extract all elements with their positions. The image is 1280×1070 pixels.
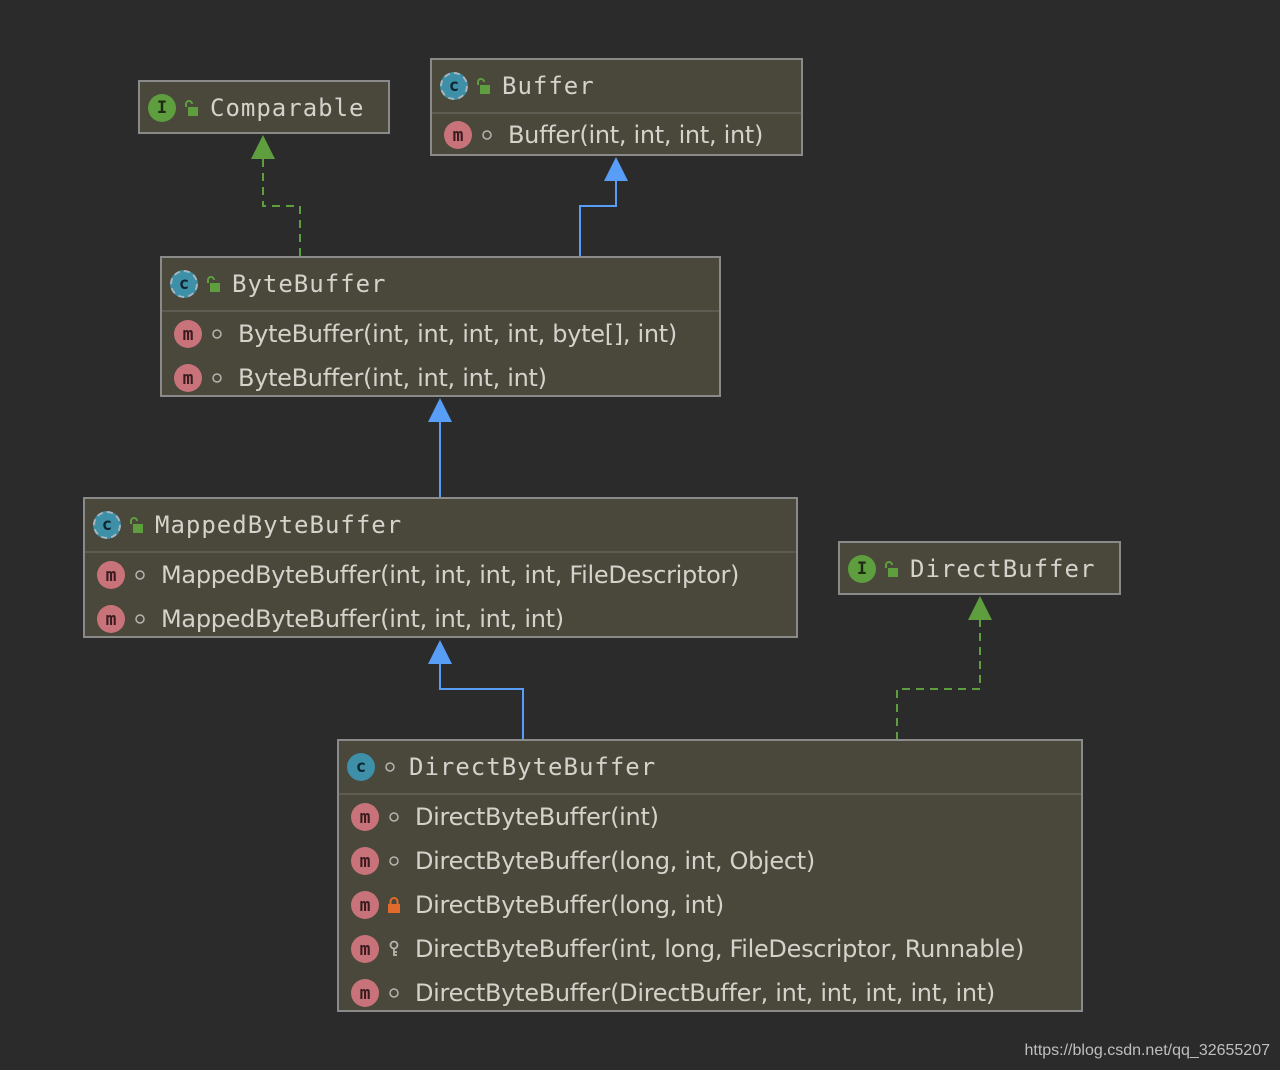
- method-row[interactable]: m ByteBuffer(int, int, int, int, byte[],…: [162, 312, 719, 356]
- public-unlock-icon: [127, 515, 145, 535]
- method-row[interactable]: m DirectByteBuffer(long, int): [339, 883, 1081, 927]
- method-signature: DirectByteBuffer(DirectBuffer, int, int,…: [415, 979, 995, 1007]
- method-row[interactable]: m MappedByteBuffer(int, int, int, int): [85, 597, 796, 641]
- class-header: c ByteBuffer: [162, 258, 719, 312]
- method-icon: m: [351, 935, 379, 963]
- class-box-directbuffer[interactable]: I DirectBuffer: [838, 541, 1121, 595]
- class-title: ByteBuffer: [232, 270, 387, 298]
- method-row[interactable]: m DirectByteBuffer(long, int, Object): [339, 839, 1081, 883]
- extends-arrow-mappedbytebuffer: [428, 640, 524, 740]
- method-signature: MappedByteBuffer(int, int, int, int): [161, 605, 564, 633]
- interface-icon: I: [148, 94, 176, 122]
- public-unlock-icon: [182, 98, 200, 118]
- method-signature: DirectByteBuffer(long, int): [415, 891, 724, 919]
- protected-key-icon: [385, 939, 403, 959]
- method-list: m MappedByteBuffer(int, int, int, int, F…: [85, 553, 796, 641]
- class-title: DirectBuffer: [910, 555, 1096, 583]
- implements-arrow-directbuffer: [896, 596, 992, 740]
- class-title: Buffer: [502, 72, 595, 100]
- method-icon: m: [351, 847, 379, 875]
- extends-arrow-buffer: [579, 157, 628, 256]
- method-list: m Buffer(int, int, int, int): [432, 114, 801, 156]
- implements-arrow-comparable: [251, 135, 301, 256]
- method-list: m DirectByteBuffer(int) m DirectByteBuff…: [339, 795, 1081, 1015]
- package-private-dot-icon: [131, 609, 149, 629]
- public-unlock-icon: [882, 559, 900, 579]
- class-box-mappedbytebuffer[interactable]: c MappedByteBuffer m MappedByteBuffer(in…: [83, 497, 798, 638]
- abstract-class-icon: c: [93, 511, 121, 539]
- abstract-class-icon: c: [170, 270, 198, 298]
- package-private-dot-icon: [385, 983, 403, 1003]
- class-header: I DirectBuffer: [840, 543, 1119, 595]
- package-private-dot-icon: [478, 125, 496, 145]
- interface-icon: I: [848, 555, 876, 583]
- method-icon: m: [351, 803, 379, 831]
- method-signature: DirectByteBuffer(int): [415, 803, 659, 831]
- package-private-dot-icon: [208, 324, 226, 344]
- package-private-dot-icon: [381, 757, 399, 777]
- class-title: Comparable: [210, 94, 365, 122]
- method-icon: m: [97, 605, 125, 633]
- class-header: c DirectByteBuffer: [339, 741, 1081, 795]
- method-row[interactable]: m DirectByteBuffer(int, long, FileDescri…: [339, 927, 1081, 971]
- method-row[interactable]: m ByteBuffer(int, int, int, int): [162, 356, 719, 400]
- method-icon: m: [351, 979, 379, 1007]
- method-icon: m: [351, 891, 379, 919]
- method-icon: m: [174, 364, 202, 392]
- method-signature: DirectByteBuffer(long, int, Object): [415, 847, 815, 875]
- method-row[interactable]: m DirectByteBuffer(DirectBuffer, int, in…: [339, 971, 1081, 1015]
- method-row[interactable]: m Buffer(int, int, int, int): [432, 114, 801, 156]
- class-title: MappedByteBuffer: [155, 511, 403, 539]
- class-title: DirectByteBuffer: [409, 753, 657, 781]
- class-box-buffer[interactable]: c Buffer m Buffer(int, int, int, int): [430, 58, 803, 156]
- package-private-dot-icon: [208, 368, 226, 388]
- package-private-dot-icon: [131, 565, 149, 585]
- class-box-bytebuffer[interactable]: c ByteBuffer m ByteBuffer(int, int, int,…: [160, 256, 721, 397]
- class-header: c MappedByteBuffer: [85, 499, 796, 553]
- method-signature: DirectByteBuffer(int, long, FileDescript…: [415, 935, 1025, 963]
- method-icon: m: [444, 121, 472, 149]
- method-signature: ByteBuffer(int, int, int, int): [238, 364, 547, 392]
- method-signature: MappedByteBuffer(int, int, int, int, Fil…: [161, 561, 740, 589]
- package-private-dot-icon: [385, 807, 403, 827]
- method-list: m ByteBuffer(int, int, int, int, byte[],…: [162, 312, 719, 400]
- class-icon: c: [347, 753, 375, 781]
- method-icon: m: [97, 561, 125, 589]
- abstract-class-icon: c: [440, 72, 468, 100]
- class-header: c Buffer: [432, 60, 801, 114]
- watermark: https://blog.csdn.net/qq_32655207: [1024, 1042, 1270, 1059]
- method-icon: m: [174, 320, 202, 348]
- method-signature: ByteBuffer(int, int, int, int, byte[], i…: [238, 320, 677, 348]
- private-lock-icon: [385, 895, 403, 915]
- class-box-comparable[interactable]: I Comparable: [138, 80, 390, 134]
- extends-arrow-bytebuffer: [428, 398, 452, 498]
- class-header: I Comparable: [140, 82, 388, 134]
- public-unlock-icon: [474, 76, 492, 96]
- method-signature: Buffer(int, int, int, int): [508, 121, 764, 149]
- method-row[interactable]: m DirectByteBuffer(int): [339, 795, 1081, 839]
- package-private-dot-icon: [385, 851, 403, 871]
- public-unlock-icon: [204, 274, 222, 294]
- method-row[interactable]: m MappedByteBuffer(int, int, int, int, F…: [85, 553, 796, 597]
- class-box-directbytebuffer[interactable]: c DirectByteBuffer m DirectByteBuffer(in…: [337, 739, 1083, 1012]
